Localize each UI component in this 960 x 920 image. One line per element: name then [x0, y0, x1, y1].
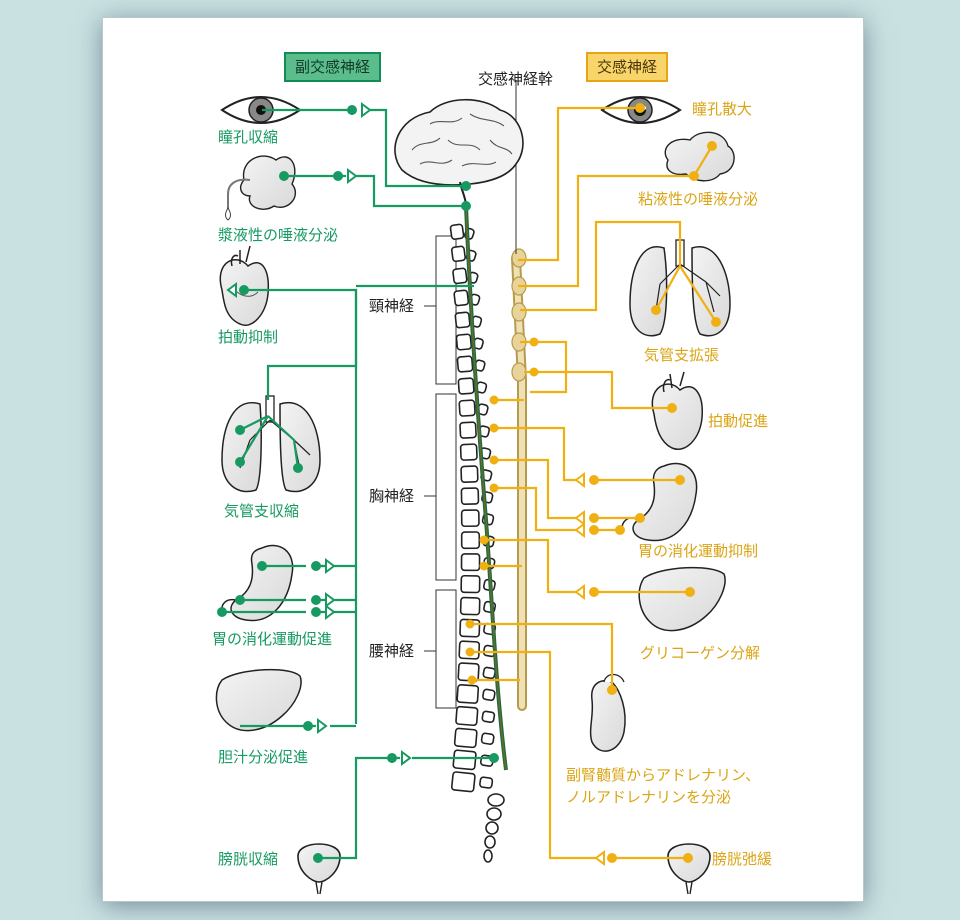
- thoracic-nerve-label: 胸神経: [369, 487, 415, 505]
- lungs-icon: [221, 395, 321, 493]
- symp-stomach-label: 胃の消化運動抑制: [638, 542, 759, 560]
- ganglion: [511, 248, 527, 268]
- eye-icon: [220, 96, 302, 124]
- ganglion: [511, 362, 527, 382]
- para-liver-label: 胆汁分泌促進: [218, 748, 309, 766]
- para-bladder-label: 膀胱収縮: [218, 850, 279, 868]
- vertebra: [456, 355, 474, 373]
- parasympathetic-synapses: [217, 102, 499, 863]
- sympathetic-trunk-label: 交感神経幹: [478, 70, 554, 88]
- vertebra: [460, 531, 481, 550]
- symp-pupil-label: 瞳孔散大: [692, 100, 753, 118]
- vertebra: [460, 509, 480, 528]
- symp-heart-label: 拍動促進: [708, 412, 769, 430]
- vertebra: [452, 267, 468, 285]
- vertebra-process: [482, 688, 496, 702]
- coccyx-segment: [484, 835, 496, 849]
- ganglion: [511, 302, 527, 322]
- vertebra: [459, 443, 478, 461]
- symp-saliva-label: 粘液性の唾液分泌: [638, 190, 759, 208]
- vertebra-process: [479, 776, 494, 789]
- spine-icon: [449, 223, 505, 863]
- vertebra: [460, 465, 479, 483]
- coccyx-segment: [486, 807, 502, 821]
- symp-bronchi-label: 気管支拡張: [644, 346, 720, 364]
- stomach-icon: [620, 462, 698, 542]
- heart-icon: [651, 371, 703, 450]
- vertebra: [457, 377, 475, 395]
- coccyx-segment: [485, 821, 499, 835]
- bladder-icon: [667, 843, 711, 895]
- vertebra: [458, 399, 476, 417]
- salivary-gland-icon: [225, 155, 297, 221]
- vertebra: [460, 553, 481, 572]
- parasympathetic-pathways: [222, 108, 494, 860]
- salivary-gland-icon: [664, 131, 735, 182]
- liver-icon: [215, 668, 302, 732]
- sympathetic-header: 交感神経: [586, 52, 669, 82]
- symp-adrenal-label-2: ノルアドレナリンを分泌: [566, 788, 732, 806]
- para-bronchi-label: 気管支収縮: [224, 502, 300, 520]
- sympathetic-trunk: [511, 80, 527, 711]
- vertebra: [450, 771, 476, 793]
- vertebra: [460, 487, 480, 506]
- para-heart-label: 拍動抑制: [218, 328, 279, 346]
- cervical-bracket: [435, 235, 457, 385]
- para-stomach-label: 胃の消化運動促進: [212, 630, 333, 648]
- vertebra: [449, 223, 465, 240]
- lumbar-nerve-label: 腰神経: [369, 642, 415, 660]
- vertebra-process: [480, 732, 495, 745]
- vertebra: [459, 596, 481, 616]
- coccyx-segment: [483, 849, 493, 863]
- stomach-icon: [220, 544, 294, 622]
- vertebra: [453, 727, 478, 749]
- bladder-icon: [297, 843, 341, 895]
- vertebra: [452, 749, 477, 771]
- para-saliva-label: 漿液性の唾液分泌: [218, 226, 339, 244]
- vertebra: [450, 245, 466, 263]
- symp-liver-label: グリコーゲン分解: [640, 644, 761, 662]
- cervical-nerve-label: 頸神経: [369, 297, 415, 315]
- vertebra: [455, 333, 473, 351]
- adrenal-gland-icon: [589, 673, 626, 752]
- thoracic-bracket: [435, 393, 457, 581]
- vertebra-process: [481, 710, 496, 724]
- liver-icon: [638, 566, 726, 632]
- coccyx-segment: [487, 793, 505, 807]
- parasympathetic-header: 副交感神経: [284, 52, 382, 82]
- para-pupil-label: 瞳孔収縮: [218, 128, 279, 146]
- lumbar-bracket: [435, 589, 457, 709]
- vertebra: [454, 311, 471, 329]
- brain-icon: [394, 98, 524, 207]
- symp-adrenal-label-1: 副腎髄質からアドレナリン、: [566, 766, 761, 784]
- vertebra: [453, 289, 470, 307]
- vertebra: [460, 574, 481, 594]
- symp-bladder-label: 膀胱弛緩: [712, 850, 773, 868]
- sympathetic-synapses: [465, 103, 721, 866]
- spine-region-brackets: [424, 235, 457, 709]
- sympathetic-pathways: [470, 106, 717, 860]
- vertebra: [455, 705, 479, 727]
- vertebra: [459, 421, 477, 439]
- vertebra: [456, 684, 480, 704]
- vertebra-process: [482, 666, 496, 680]
